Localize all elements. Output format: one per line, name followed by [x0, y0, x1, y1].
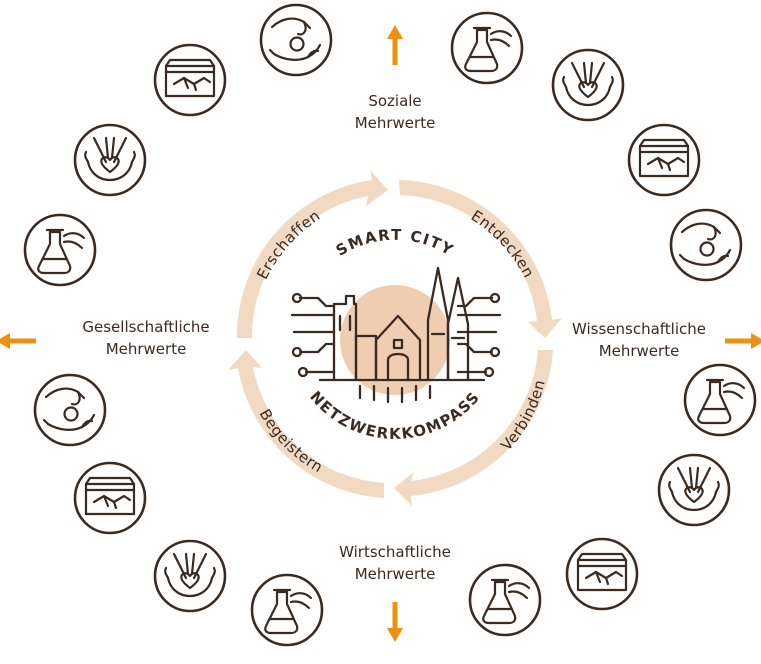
- handshake-box-icon: [153, 43, 227, 117]
- cycle-label-erschaffen: Erschaffen: [253, 206, 323, 282]
- flask-icon: [683, 363, 757, 437]
- direction-right-line1: Wissenschaftliche: [572, 320, 706, 338]
- arrow-left-icon: [0, 333, 36, 349]
- arrow-down-icon: [387, 602, 403, 642]
- heart-hands-icon: [657, 453, 731, 527]
- cycle-label-verbinden: Verbinden: [497, 378, 549, 455]
- cycle-ring: [228, 170, 562, 506]
- flask-icon: [468, 563, 542, 637]
- cycle-label-begeistern: Begeistern: [256, 406, 327, 477]
- arrow-up-icon: [387, 25, 403, 65]
- direction-top-line1: Soziale: [368, 92, 421, 110]
- direction-left-line2: Mehrwerte: [106, 340, 187, 358]
- cycle-arrow-top-left: [236, 170, 388, 338]
- cycle-label-entdecken: Entdecken: [468, 207, 538, 281]
- cycle-arrow-bottom-right: [394, 350, 553, 506]
- flask-icon: [23, 213, 97, 287]
- handshake-box-icon: [73, 461, 147, 535]
- flask-icon: [450, 11, 524, 85]
- center-title-top: SMART CITY: [333, 226, 457, 260]
- cycle-arrow-bottom-left: [228, 350, 384, 498]
- direction-right-line2: Mehrwerte: [599, 342, 680, 360]
- heart-hands-icon: [153, 539, 227, 613]
- handshake-box-icon: [627, 123, 701, 197]
- direction-bottom-line1: Wirtschaftliche: [339, 543, 451, 561]
- handshake-box-icon: [565, 537, 639, 611]
- heart-hands-icon: [73, 123, 147, 197]
- center-title-bottom: NETZWERKKOMPASS: [306, 388, 483, 443]
- cycle-arrow-top-right: [399, 180, 562, 338]
- direction-top-line2: Mehrwerte: [355, 114, 436, 132]
- hand-coin-icon: [33, 373, 107, 447]
- direction-left-line1: Gesellschaftliche: [82, 318, 209, 336]
- arrow-right-icon: [725, 333, 761, 349]
- hand-coin-icon: [669, 208, 743, 282]
- flask-icon: [250, 573, 324, 647]
- heart-hands-icon: [551, 48, 625, 122]
- hand-coin-icon: [259, 3, 333, 77]
- direction-bottom-line2: Mehrwerte: [355, 565, 436, 583]
- city-skyline-icon: [290, 266, 502, 404]
